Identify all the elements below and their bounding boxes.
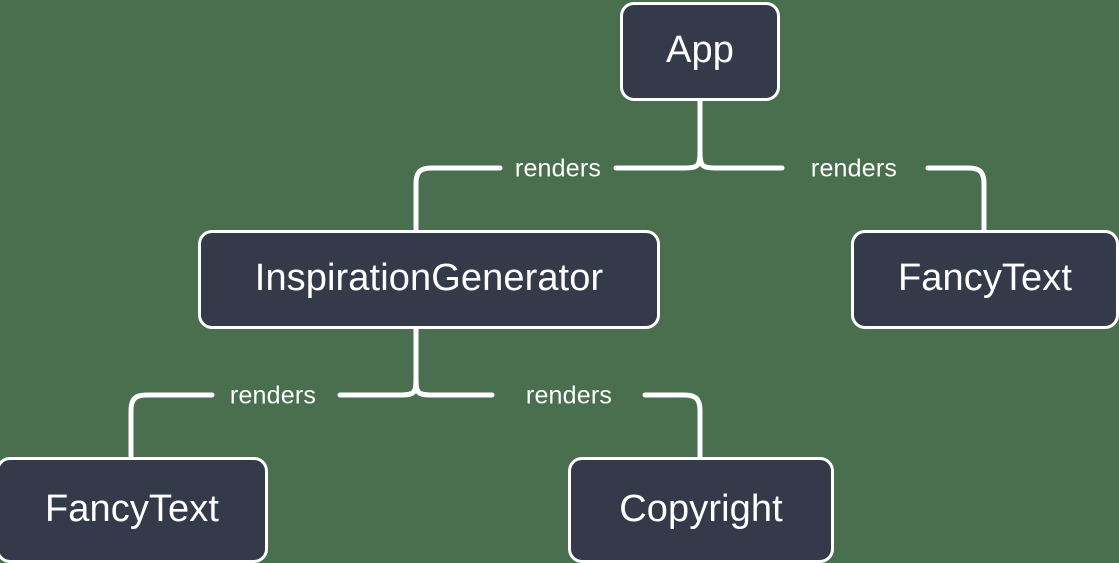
node-inspiration-generator-label: InspirationGenerator — [254, 257, 604, 299]
edge-label-app-to-fancytext-right: renders — [810, 154, 898, 183]
edge-inspiration-to-fancytext-left — [128, 392, 215, 459]
node-copyright-label: Copyright — [619, 487, 783, 530]
node-fancytext-right[interactable]: FancyText — [851, 230, 1119, 329]
node-app-label: App — [666, 29, 734, 71]
edge-label-inspiration-generator-to-copyright: renders — [525, 381, 613, 410]
edge-app-to-fancytext-right — [925, 165, 987, 232]
node-app[interactable]: App — [620, 2, 780, 101]
edge-app-junction-right — [697, 149, 785, 171]
edge-app-to-inspiration — [413, 165, 503, 232]
edge-inspiration-junction-right — [413, 377, 495, 398]
edge-label-app-to-inspiration-generator: renders — [514, 154, 602, 183]
node-fancytext-right-label: FancyText — [897, 257, 1073, 299]
node-fancytext-left-label: FancyText — [44, 487, 220, 530]
edge-label-inspiration-generator-to-fancytext-left: renders — [229, 381, 317, 410]
edge-inspiration-to-copyright — [642, 392, 703, 459]
node-copyright[interactable]: Copyright — [568, 457, 834, 563]
node-inspiration-generator[interactable]: InspirationGenerator — [198, 230, 660, 329]
node-fancytext-left[interactable]: FancyText — [0, 457, 268, 563]
edge-inspiration-junction-left — [337, 377, 419, 398]
edge-app-junction-left — [613, 149, 703, 171]
